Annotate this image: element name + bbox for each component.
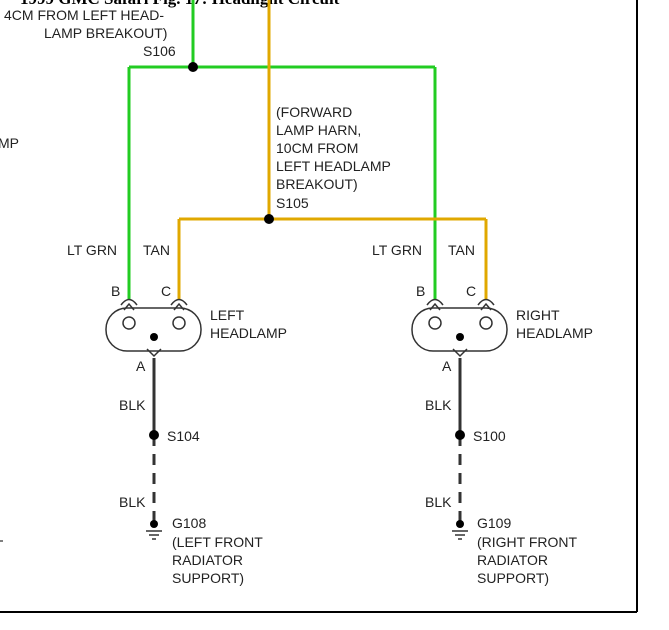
diagram-title: 1999 GMC Safari Fig. 17: Headlight Circu… [20,0,340,8]
g109-desc-3: SUPPORT) [477,570,549,586]
splice-s104-dot [149,430,159,440]
top-note-line-2: LAMP BREAKOUT) [44,25,167,41]
g109-label: G109 [477,515,511,531]
right-headlamp-label-1: RIGHT [516,307,560,323]
left-headlamp-label-1: LEFT [210,307,245,323]
wire-label-tan-right: TAN [448,242,475,258]
lt-grn-wiring [127,0,437,300]
pin-b-left-label: B [111,283,120,299]
right-headlamp-connector [411,298,508,358]
pin-a-left-label: A [136,358,146,374]
forward-note-line-3: 10CM FROM [276,140,358,156]
s100-label: S100 [473,428,506,444]
blk-label-right-lower: BLK [425,494,452,510]
blk-label-right-upper: BLK [425,397,452,413]
s106-label: S106 [143,43,176,59]
splice-s105-dot [264,214,274,224]
top-note-line-1: 4CM FROM LEFT HEAD- [4,7,164,23]
g109-desc-2: RADIATOR [477,552,548,568]
ground-g109-icon [452,520,468,540]
left-headlamp-connector [105,298,202,358]
wire-label-lt-grn-right: LT GRN [372,242,422,258]
blk-label-left-lower: BLK [119,494,146,510]
pin-b-right-label: B [416,283,425,299]
wire-label-tan-left: TAN [143,242,170,258]
left-headlamp-center-dot [150,333,158,341]
g108-desc-1: (LEFT FRONT [172,534,263,550]
right-headlamp-center-dot [456,333,464,341]
edge-fragment-text: MP [0,135,19,151]
ground-g108-icon [146,520,162,540]
tan-wiring [177,0,488,300]
s104-label: S104 [167,428,200,444]
forward-note-line-1: (FORWARD [276,104,352,120]
splice-s106-dot [188,62,198,72]
g108-desc-2: RADIATOR [172,552,243,568]
blk-label-left-upper: BLK [119,397,146,413]
left-headlamp-label-2: HEADLAMP [210,325,287,341]
pin-c-right-label: C [466,283,476,299]
s105-label: S105 [276,195,309,211]
wire-label-lt-grn-left: LT GRN [67,242,117,258]
forward-note-line-2: LAMP HARN, [276,122,361,138]
right-headlamp-label-2: HEADLAMP [516,325,593,341]
pin-a-right-label: A [442,358,452,374]
splice-s100-dot [455,430,465,440]
g109-desc-1: (RIGHT FRONT [477,534,578,550]
g108-desc-3: SUPPORT) [172,570,244,586]
forward-note-line-4: LEFT HEADLAMP [276,158,391,174]
pin-c-left-label: C [161,283,171,299]
g108-label: G108 [172,515,206,531]
forward-note-line-5: BREAKOUT) [276,176,358,192]
